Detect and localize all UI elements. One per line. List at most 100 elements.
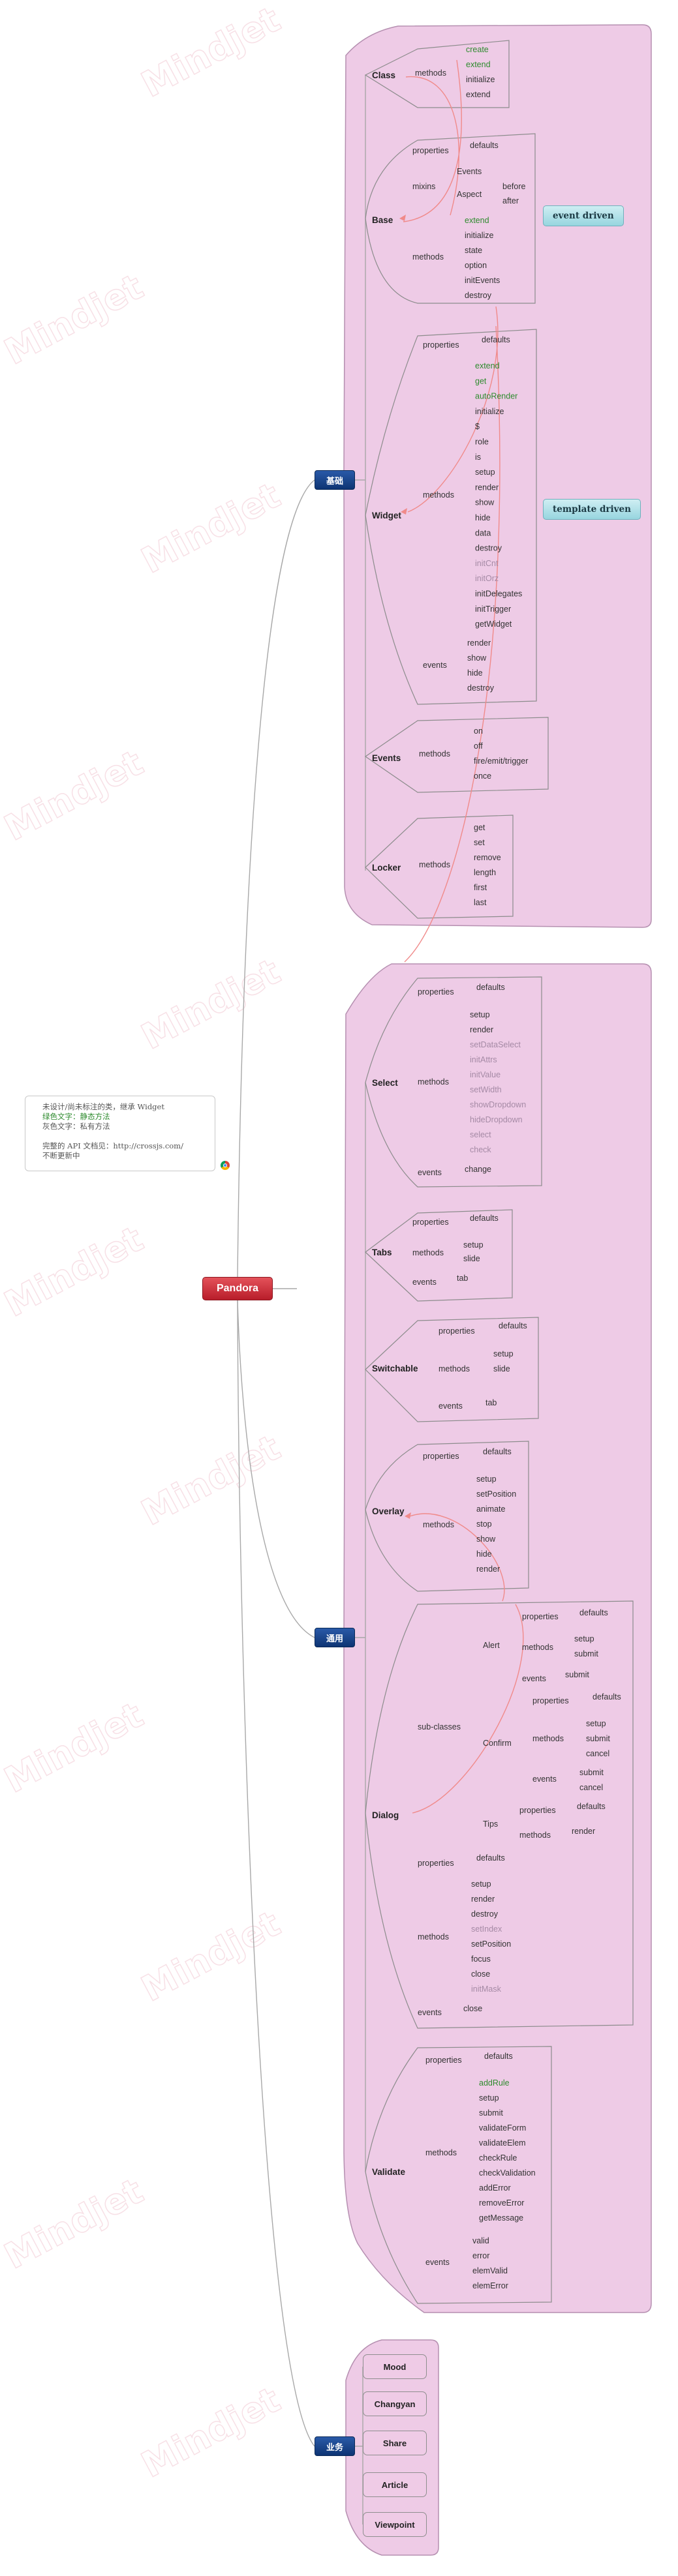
watermark-text: Mindjet (0, 1218, 149, 1325)
box-locker (365, 815, 514, 919)
mixin-item: Events (457, 167, 482, 176)
topic-viewpoint[interactable]: Viewpoint (363, 2512, 427, 2537)
method-item: initTrigger (475, 605, 511, 614)
topic-switchable: Switchable (372, 1364, 418, 1373)
method-item: initOrz (475, 574, 499, 583)
method-item: initCnt (475, 559, 499, 568)
method-item: hide (476, 1550, 492, 1559)
label-properties: properties (423, 1452, 459, 1461)
method-item: validateForm (479, 2123, 526, 2133)
topic-validate: Validate (372, 2167, 406, 2177)
event-item: show (467, 653, 487, 663)
method-item: initEvents (465, 276, 500, 285)
label-defaults: defaults (593, 1692, 621, 1701)
method-item: setup (463, 1240, 484, 1250)
topic-base: Base (372, 215, 393, 225)
event-item: close (463, 2004, 482, 2013)
label-defaults: defaults (499, 1321, 527, 1330)
method-item: first (474, 883, 487, 892)
method-item: initValue (470, 1070, 501, 1079)
method-item: show (475, 498, 495, 507)
method-item: render (572, 1827, 595, 1836)
method-item: addError (479, 2183, 511, 2193)
box-base (365, 133, 536, 304)
method-item: cancel (586, 1749, 609, 1758)
topic-mood[interactable]: Mood (363, 2354, 427, 2379)
event-item: change (465, 1165, 491, 1174)
method-item: initialize (465, 231, 494, 240)
event-item: tab (485, 1398, 497, 1407)
label-methods: methods (412, 252, 444, 262)
branch-yewu[interactable]: 业务 (315, 2436, 355, 2456)
event-item: valid (472, 2236, 489, 2245)
method-item: option (465, 261, 487, 270)
root-topic-pandora[interactable]: Pandora (202, 1277, 273, 1300)
label-methods: methods (418, 1932, 449, 1941)
event-item: elemValid (472, 2266, 508, 2275)
label-events: events (532, 1775, 557, 1784)
topic-changyan[interactable]: Changyan (363, 2391, 427, 2416)
sub-topic-boxes (364, 40, 634, 2304)
method-item: setIndex (471, 1925, 502, 1934)
relationship-arrows (399, 59, 524, 1814)
label-properties: properties (519, 1806, 556, 1815)
connector-tongyong (237, 1300, 315, 1638)
method-item: setup (475, 468, 495, 477)
label-methods: methods (532, 1734, 564, 1743)
mixin-item: after (502, 196, 519, 205)
method-item: role (475, 438, 489, 447)
method-item: extend (475, 361, 500, 370)
branch-jichu[interactable]: 基础 (315, 470, 355, 490)
label-properties: properties (412, 146, 449, 155)
method-item: extend (466, 90, 491, 99)
connector-jichu (237, 479, 315, 1278)
topic-dialog: Dialog (372, 1810, 399, 1820)
topic-widget: Widget (372, 511, 401, 520)
method-item: hideDropdown (470, 1115, 523, 1124)
label-methods: methods (412, 1248, 444, 1257)
mixin-item: before (502, 182, 525, 191)
watermark-text: Mindjet (0, 266, 149, 373)
subclass-confirm: Confirm (483, 1739, 512, 1748)
method-item: extend (466, 60, 491, 69)
label-sub-classes: sub-classes (418, 1722, 461, 1731)
method-item: initAttrs (470, 1055, 497, 1064)
watermark-text: Mindjet (135, 0, 287, 105)
topic-overlay: Overlay (372, 1506, 405, 1516)
label-defaults: defaults (577, 1802, 606, 1811)
method-item: slide (493, 1364, 510, 1373)
label-methods: methods (425, 2148, 457, 2157)
event-item: cancel (579, 1783, 603, 1792)
callout-event-driven[interactable]: event driven (543, 205, 624, 226)
box-class (364, 40, 510, 108)
method-item: destroy (475, 544, 502, 553)
label-properties: properties (532, 1696, 569, 1705)
label-events: events (425, 2258, 450, 2267)
method-item: once (474, 771, 491, 781)
topic-share[interactable]: Share (363, 2431, 427, 2455)
note-line-1: 未设计/尚未标注的类，继承 Widget (42, 1102, 164, 1111)
method-item: stop (476, 1520, 492, 1529)
method-item: initialize (475, 407, 504, 416)
label-methods: methods (419, 749, 450, 758)
label-defaults: defaults (484, 2052, 513, 2061)
method-item: render (470, 1025, 493, 1034)
method-item: select (470, 1130, 491, 1139)
method-item: setPosition (476, 1490, 516, 1499)
label-properties: properties (412, 1218, 449, 1227)
branch-tongyong[interactable]: 通用 (315, 1628, 355, 1647)
method-item: setDataSelect (470, 1040, 521, 1049)
method-item: extend (465, 216, 489, 225)
method-item: setup (471, 1880, 491, 1889)
browser-link-icon[interactable] (221, 1161, 230, 1170)
event-item: hide (467, 668, 483, 678)
label-defaults: defaults (476, 983, 505, 992)
method-item: setup (574, 1634, 594, 1643)
callout-template-driven[interactable]: template driven (543, 499, 641, 520)
relation-widget-base (404, 306, 501, 963)
relation-class-base (403, 59, 462, 222)
topic-article[interactable]: Article (363, 2472, 427, 2497)
box-switchable (365, 1317, 539, 1422)
method-item: render (475, 483, 499, 492)
